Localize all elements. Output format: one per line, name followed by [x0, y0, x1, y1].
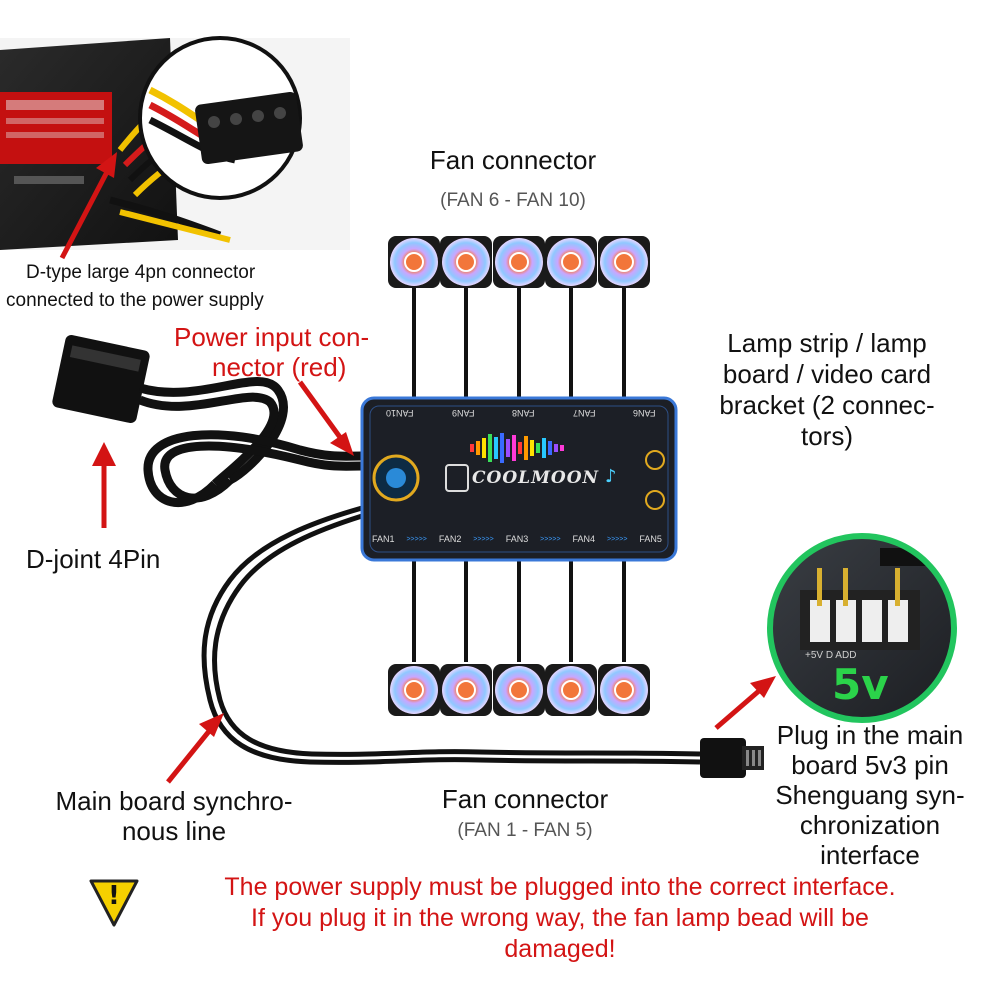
led-strips: [676, 454, 940, 505]
sync-arrow: [166, 713, 224, 784]
lamp-strip-label-line2: board / video card: [722, 359, 932, 389]
equalizer-bar: [554, 444, 558, 452]
equalizer-bar: [530, 440, 534, 456]
rgb-fan: [440, 236, 492, 288]
power-input-label-line2: nector (red): [212, 352, 347, 382]
hub-port-label: FAN4: [572, 534, 596, 544]
lamp-strip-label-line3: bracket (2 connec-: [719, 390, 935, 420]
hub-bottom-port-labels: FAN1 >>>>> FAN2 >>>>> FAN3 >>>>> FAN4 >>…: [372, 534, 662, 544]
equalizer-bar: [494, 437, 498, 459]
warning-text: The power supply must be plugged into th…: [120, 872, 1000, 965]
rgb-fan: [493, 664, 545, 716]
hub-port-label: FAN7: [572, 408, 596, 418]
equalizer-bars: [470, 433, 564, 463]
plug-label-line2: board 5v3 pin: [791, 750, 949, 780]
equalizer-bar: [476, 441, 480, 455]
hub-port-label: FAN5: [639, 534, 662, 544]
equalizer-bar: [536, 443, 540, 453]
sync-cable: [201, 505, 764, 778]
psu-connector-label-line2: connected to the power supply: [6, 290, 264, 311]
lamp-strip-label-line4: tors): [801, 421, 853, 451]
hub-brand-logo: COOLMOON: [472, 468, 600, 488]
plug-label: Plug in the main board 5v3 pin Shenguang…: [740, 720, 1000, 870]
equalizer-bar: [518, 442, 522, 454]
bottom-fan-title: Fan connector: [441, 784, 609, 814]
hub-port-label: FAN2: [438, 534, 462, 544]
top-fan-title: Fan connector: [429, 145, 597, 175]
power-supply-photo: [0, 36, 350, 250]
rgb-fan: [493, 236, 545, 288]
hub-top-port-labels: FAN10 FAN9 FAN8 FAN7 FAN6: [386, 408, 656, 418]
equalizer-bar: [500, 433, 504, 463]
djoint-arrow: [92, 442, 116, 528]
warning-text-line1: The power supply must be plugged into th…: [224, 873, 896, 901]
rgb-fan: [388, 664, 440, 716]
hub-arrows: >>>>>: [606, 535, 628, 543]
warning-text-line3: damaged!: [504, 935, 616, 963]
equalizer-bar: [506, 439, 510, 457]
lamp-strip-label-line1: Lamp strip / lamp: [727, 328, 927, 358]
warning-symbol: !: [108, 881, 120, 911]
plug-label-line5: interface: [820, 840, 920, 870]
hub-arrows: >>>>>: [406, 535, 427, 543]
rgb-fan: [440, 664, 492, 716]
rgb-fan: [598, 664, 650, 716]
equalizer-bar: [542, 438, 546, 458]
equalizer-bar: [470, 444, 474, 452]
hub-port-label: FAN3: [505, 534, 529, 544]
sync-line-label-line2: nous line: [121, 816, 227, 846]
top-fan-cables: [412, 284, 626, 400]
djoint-label: D-joint 4Pin: [26, 544, 161, 574]
controller-hub: ♪: [360, 396, 678, 562]
equalizer-bar: [512, 435, 516, 461]
rgb-fan: [545, 236, 597, 288]
equalizer-bar: [488, 434, 492, 462]
bottom-fan-range: (FAN 1 - FAN 5): [457, 820, 593, 841]
equalizer-bar: [482, 438, 486, 458]
plug-label-line4: chronization: [799, 810, 941, 840]
hub-port-label: FAN8: [512, 408, 535, 418]
equalizer-bar: [560, 445, 564, 451]
plug-label-line3: Shenguang syn-: [775, 780, 965, 810]
psu-arrow: [59, 152, 117, 260]
warning-icon: !: [88, 878, 140, 928]
music-note-icon: ♪: [605, 466, 617, 487]
hub-port-label: FAN6: [633, 408, 656, 418]
equalizer-bar: [548, 441, 552, 455]
bottom-fan-cables: [412, 560, 626, 662]
inset-header-text: +5V D ADD: [805, 650, 857, 661]
hub-port-label: FAN1: [372, 534, 395, 544]
bottom-fans: [388, 664, 650, 716]
hub-arrows: >>>>>: [473, 535, 494, 543]
rgb-fan: [388, 236, 440, 288]
psu-connector-label-line1: D-type large 4pn connector: [26, 262, 256, 283]
top-fans: [388, 236, 650, 288]
sync-line-label-line1: Main board synchro-: [55, 786, 293, 816]
equalizer-bar: [524, 436, 528, 460]
top-fan-range: (FAN 6 - FAN 10): [440, 190, 586, 211]
hub-arrows: >>>>>: [540, 535, 561, 543]
sync-line-label: Main board synchro- nous line: [22, 786, 326, 846]
warning-text-line2: If you plug it in the wrong way, the fan…: [251, 904, 869, 932]
power-input-arrow: [297, 380, 354, 456]
lamp-strip-label: Lamp strip / lamp board / video card bra…: [686, 328, 968, 452]
hub-port-label: FAN10: [386, 408, 414, 418]
hub-port-label: FAN9: [451, 408, 475, 418]
rgb-fan: [545, 664, 597, 716]
voltage-label: 5v: [832, 660, 889, 709]
power-input-label-line1: Power input con-: [174, 322, 370, 352]
rgb-fan: [598, 236, 650, 288]
plug-label-line1: Plug in the main: [776, 720, 964, 750]
djoint-connector: [52, 334, 363, 507]
